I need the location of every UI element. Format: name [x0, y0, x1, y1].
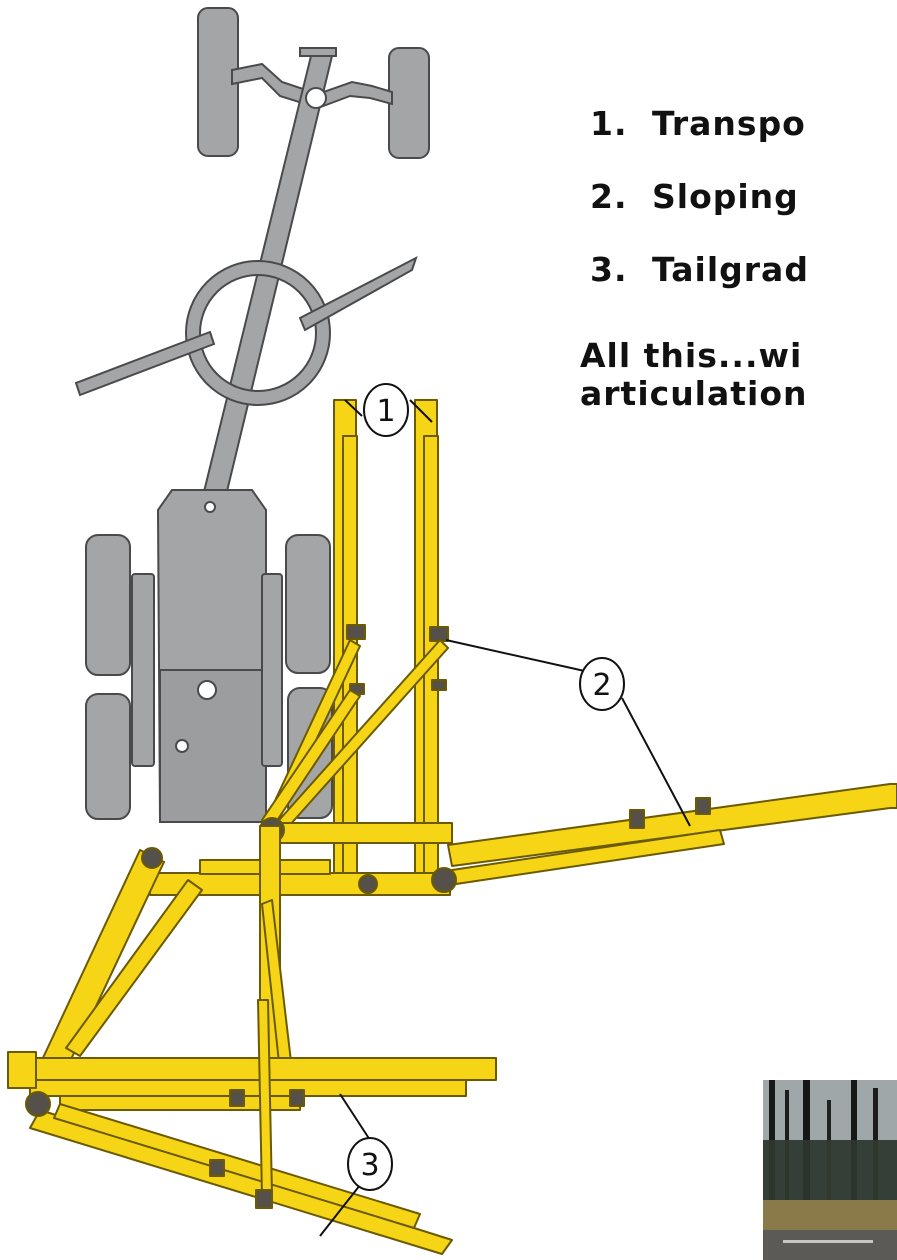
tail-blade-outer: [29, 1109, 453, 1255]
beam-bracket-2: [429, 626, 449, 642]
callout-3: 3: [347, 1137, 393, 1191]
crossbar-upper: [275, 822, 453, 844]
right-joint: [431, 867, 457, 893]
callout-2: 2: [579, 657, 625, 711]
mid-joint: [358, 874, 378, 894]
tail-bracket-3: [209, 1159, 225, 1177]
tail-bracket-1: [229, 1089, 245, 1107]
rear-left-wheel-1: [85, 534, 131, 676]
list-item-transport: 1. Transpo: [590, 104, 806, 143]
tail-beam-1: [19, 1057, 497, 1081]
callout-2-circle: [579, 657, 625, 711]
blade-left: [74, 330, 216, 397]
tail-bracket-4: [255, 1189, 273, 1209]
list-label: Sloping: [652, 177, 799, 216]
tail-bracket-2: [289, 1089, 305, 1107]
list-number: 1.: [590, 104, 628, 143]
blade-right: [298, 255, 418, 332]
callout-1-label: 1: [376, 394, 395, 429]
callout-1-circle: [363, 383, 409, 437]
photo-image: [763, 1080, 897, 1260]
sloping-bracket-2: [695, 797, 711, 815]
tail-beam-2: [29, 1079, 467, 1097]
cab-hole-2: [175, 739, 189, 753]
ring-outer: [186, 261, 330, 405]
rear-left-guard: [131, 573, 155, 767]
sloping-arm-upper: [447, 783, 897, 867]
summary-line-1: All this...wi: [580, 336, 803, 375]
summary-text: All this...wi articulation: [580, 337, 808, 413]
front-right-wheel: [388, 47, 430, 159]
axle-plate: [299, 47, 337, 57]
ring-outline-inner: [199, 274, 317, 392]
summary-line-2: articulation: [580, 374, 808, 413]
rear-right-wheel-1: [285, 534, 331, 674]
callout-3-circle: [347, 1137, 393, 1191]
beam-bracket-4: [431, 679, 447, 691]
callout-2-label: 2: [592, 668, 611, 703]
tail-blade-inner: [53, 1103, 421, 1229]
list-item-sloping: 2. Sloping: [590, 177, 799, 216]
front-axle: [231, 62, 393, 110]
beam-bracket-1: [346, 624, 366, 640]
callout-3-label: 3: [360, 1148, 379, 1183]
list-label: Tailgrad: [652, 250, 809, 289]
hitch-pin: [204, 501, 216, 513]
left-top-joint: [141, 847, 163, 869]
ring-outline-outer: [185, 260, 331, 406]
list-number: 2.: [590, 177, 628, 216]
callout-lines: [319, 399, 691, 1237]
callout-1: 1: [363, 383, 409, 437]
list-item-tailgrader: 3. Tailgrad: [590, 250, 809, 289]
tail-joint: [25, 1091, 51, 1117]
sloping-bracket-1: [629, 809, 645, 829]
list-label: Transpo: [652, 104, 806, 143]
list-number: 3.: [590, 250, 628, 289]
grader-frame: [7, 399, 897, 1255]
axle-pivot: [305, 87, 327, 109]
cab-hole-1: [197, 680, 217, 700]
left-arm-2: [65, 879, 203, 1057]
forest-road-photo: [763, 1080, 897, 1260]
rear-left-wheel-2: [85, 693, 131, 820]
rear-right-guard: [261, 573, 283, 767]
tail-end-block: [7, 1051, 37, 1089]
